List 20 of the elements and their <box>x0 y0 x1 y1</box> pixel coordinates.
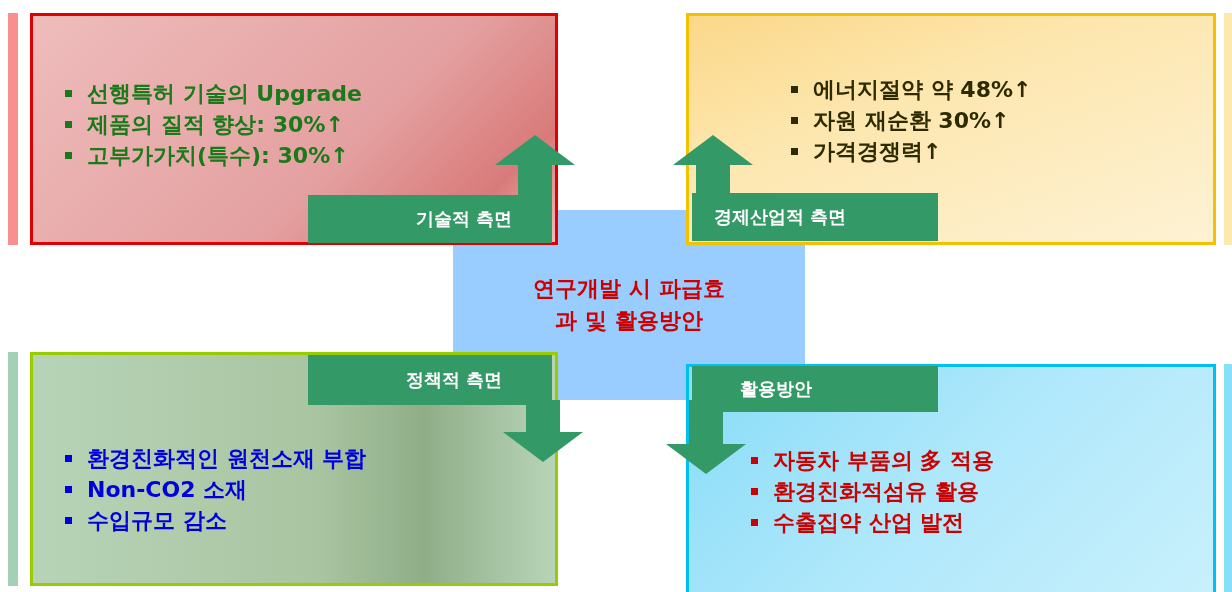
bullet-item: 제품의 질적 향상: 30%↑ <box>63 109 555 140</box>
info-box <box>686 13 1216 245</box>
edge-label: 경제산업적 측면 <box>692 193 938 241</box>
bullet-item: 가격경쟁력↑ <box>789 136 1213 167</box>
bullet-item: 환경친화적인 원천소재 부합 <box>63 443 555 474</box>
bullet-item: 선행특허 기술의 Upgrade <box>63 78 555 109</box>
bullet-item: 고부가가치(특수): 30%↑ <box>63 140 555 171</box>
bullet-item: 수출집약 산업 발전 <box>749 507 1213 538</box>
bullet-item: 에너지절약 약 48%↑ <box>789 74 1213 105</box>
bent-arrow <box>503 400 583 462</box>
bullet-item: 환경친화적섬유 활용 <box>749 476 1213 507</box>
edge-label: 활용방안 <box>692 366 938 412</box>
bullet-item: Non-CO2 소재 <box>63 474 555 505</box>
center-title: 연구개발 시 파급효과 및 활용방안 <box>532 275 726 335</box>
bullet-item: 자동차 부품의 多 적용 <box>749 445 1213 476</box>
bent-arrow <box>666 400 746 474</box>
bullet-item: 수입규모 감소 <box>63 505 555 536</box>
bullet-item: 자원 재순환 30%↑ <box>789 105 1213 136</box>
edge-label: 기술적 측면 <box>308 195 552 243</box>
edge-label: 정책적 측면 <box>308 355 552 405</box>
